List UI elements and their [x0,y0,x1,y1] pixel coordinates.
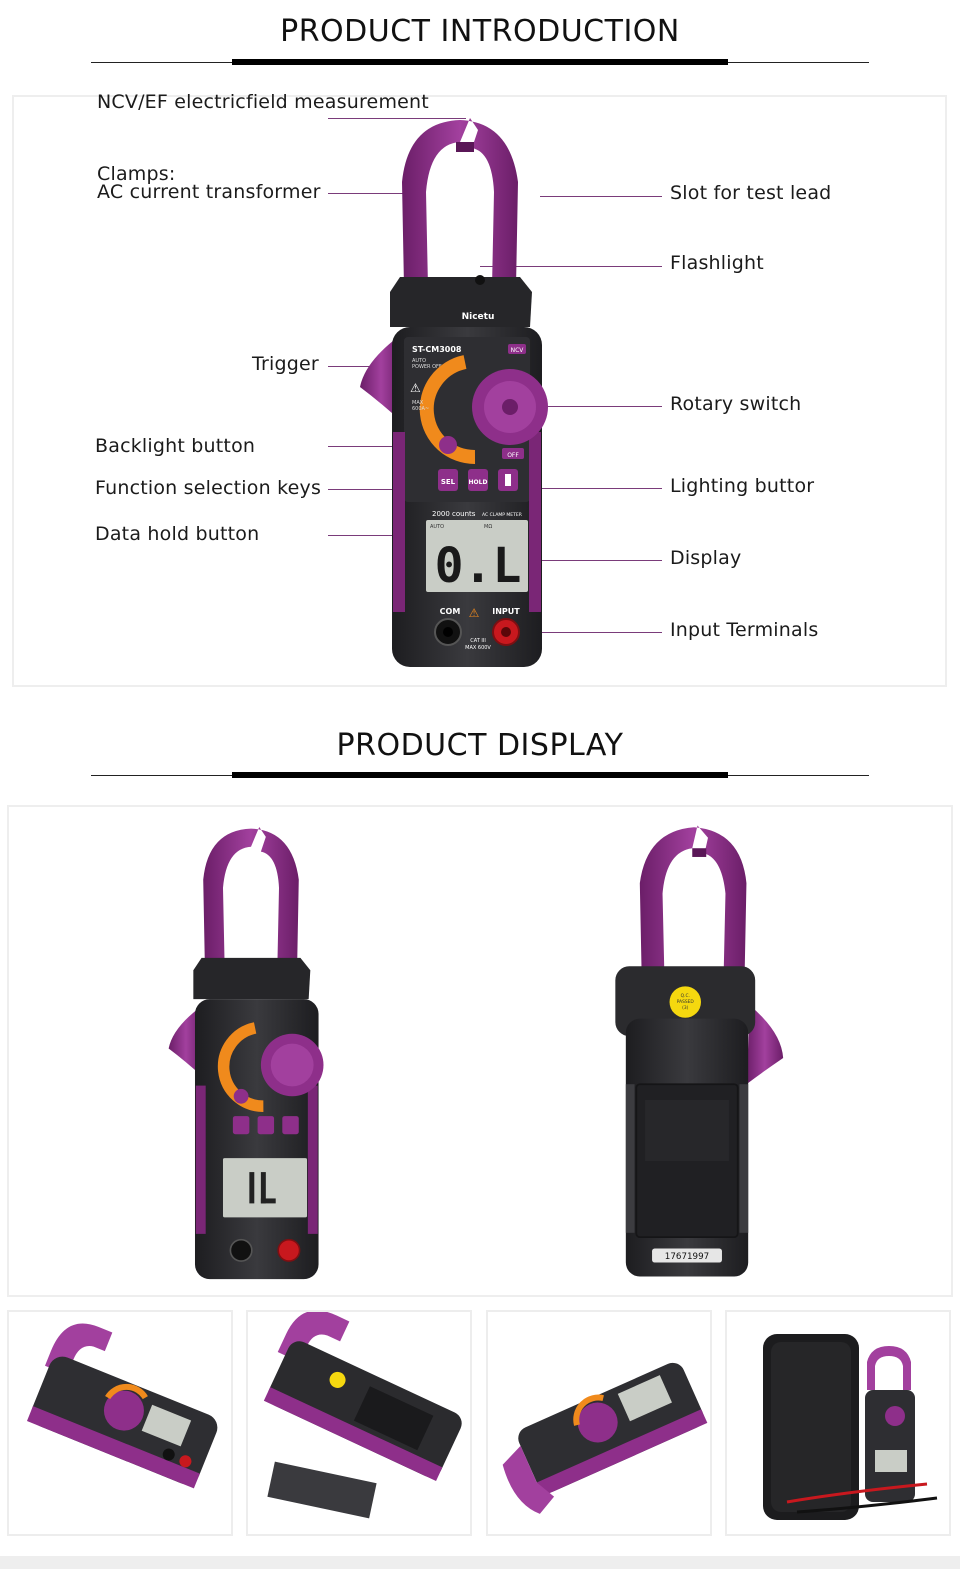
meter-head [390,277,532,327]
label-flashlight: Flashlight [670,252,764,274]
qc-line2: PASSED [677,999,695,1005]
clamp-meter-front-view [168,826,324,1280]
label-clamps: Clamps: AC current transformer [97,163,321,203]
label-function-keys: Function selection keys [95,477,322,499]
label-backlight: Backlight button [95,435,256,457]
input-warning-icon: ⚠ [469,606,480,620]
label-input: Input Terminals [670,619,819,641]
clamp-jaw [402,118,518,287]
thumb-with-case-image [763,1334,938,1520]
thumb-angle-front [7,1310,233,1536]
lcd-auto: AUTO [430,524,444,530]
leader-flashlight [480,266,662,267]
label-clamps-line1: Clamps: [97,163,176,185]
display-title-rule-accent [232,772,728,778]
clamp-meter-front-image: Nicetu ST-CM3008 AUTO POWER OFF NCV ⚠ MA… [360,118,548,667]
off-label: OFF [507,452,519,459]
lcd-reading: 0.L [435,538,522,594]
thumb-angle-back [246,1310,472,1536]
lcd-mohm: MΩ [484,524,492,530]
label-rotary: Rotary switch [670,393,802,415]
model-number: ST-CM3008 [412,345,462,354]
hold-key [468,469,488,491]
warning-icon: ⚠ [410,381,421,395]
auto-label: AUTO [412,358,426,364]
thumb-angle-top [486,1310,712,1536]
leader-slot [540,196,662,197]
clamp-meter-back-view: Q.C. PASSED (3) 17671997 [615,825,784,1277]
jaw-slot [456,142,474,152]
ncv-label: NCV [511,347,525,354]
label-lighting: Lighting buttor [670,475,815,497]
leader-lighting [508,488,662,489]
label-trigger: Trigger [252,353,319,375]
com-label: COM [440,607,461,616]
intro-section-title: PRODUCT INTRODUCTION [280,14,680,49]
leader-function-keys [328,489,444,490]
power-off-label: POWER OFF [412,364,442,370]
leader-ncv [328,118,466,119]
input-label: INPUT [492,607,520,616]
max-value-label: 600A~ [412,406,429,412]
serial-number: 17671997 [665,1252,709,1262]
thumb-angle-front-image [26,1323,218,1489]
trigger [360,337,402,422]
leader-clamps [328,193,412,194]
max-label: MAX [412,400,424,406]
counts-label: 2000 counts [432,510,476,518]
flashlight-lens [475,275,485,285]
label-display: Display [670,547,742,569]
intro-title-rule-accent [232,59,728,65]
display-panel [7,805,953,1297]
label-data-hold: Data hold button [95,523,260,545]
sel-key [438,469,458,491]
leader-input [515,632,662,633]
serial-sticker [652,1248,722,1263]
lcd-display [426,520,528,592]
meter-type-label: AC CLAMP METER [482,512,522,518]
hold-key-label: HOLD [469,479,488,486]
qc-line3: (3) [682,1005,688,1011]
backlight-button [439,436,457,454]
range-arc [419,355,476,465]
sel-key-label: SEL [441,478,456,486]
thumb-angle-back-image [263,1312,462,1519]
leader-trigger [328,366,370,367]
leader-display [515,560,662,561]
display-section-title: PRODUCT DISPLAY [336,728,624,763]
thumb-with-case [725,1310,951,1536]
leader-backlight [328,446,438,447]
max-volt-label: MAX 600V [465,645,491,651]
label-slot: Slot for test lead [670,182,832,204]
leader-rotary [545,406,662,407]
qc-sticker [669,986,701,1018]
footer-strip [0,1556,960,1569]
cat-label: CAT III [470,638,486,644]
label-ncv: NCV/EF electricfield measurement [97,91,429,113]
brand-logo: Nicetu [462,312,495,322]
qc-line1: Q.C. [681,993,690,999]
label-clamps-line2: AC current transformer [97,181,321,203]
thumb-angle-top-image [502,1362,708,1514]
